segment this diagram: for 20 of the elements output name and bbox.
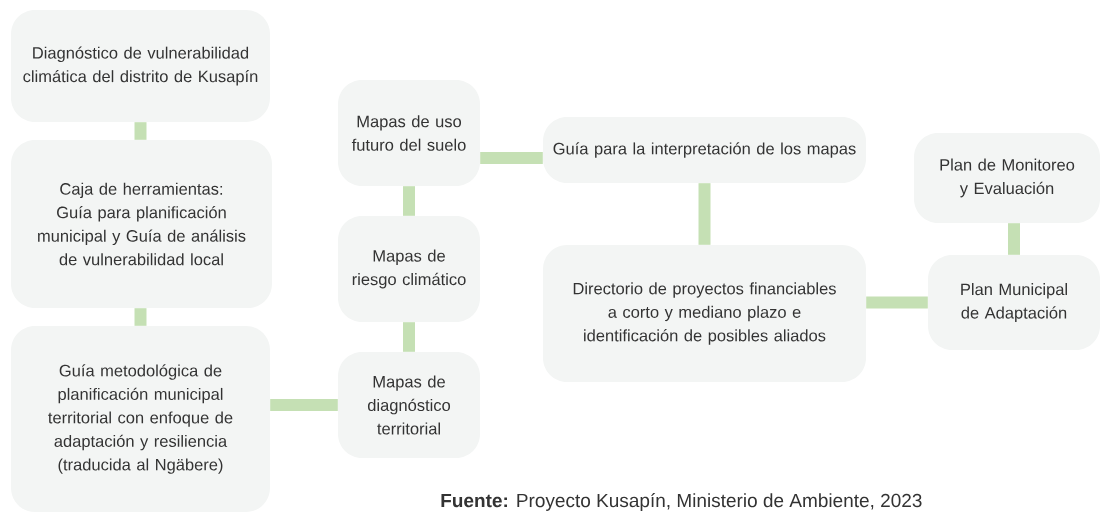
connector-line xyxy=(403,322,415,352)
connector-line xyxy=(134,308,147,326)
process-box: Guía para la interpretación de los mapas xyxy=(543,117,866,183)
connector-line xyxy=(1008,223,1020,255)
process-box: Mapas de uso futuro del suelo xyxy=(338,80,480,186)
connector-line xyxy=(403,186,415,216)
connector-line xyxy=(698,183,711,245)
connector-line xyxy=(270,399,338,411)
connector-line xyxy=(134,122,147,140)
connector-line xyxy=(480,152,543,164)
process-box: Directorio de proyectos financiables a corto y mediano plazo e identificación de posibles aliados xyxy=(543,245,866,382)
process-box: Mapas de riesgo climático xyxy=(338,216,480,322)
process-box: Guía metodológica de planificación municipal territorial con enfoque de adaptación y resiliencia (traducida al Ngäbere) xyxy=(11,326,270,512)
process-box: Caja de herramientas: Guía para planificación municipal y Guía de análisis de vulnerabilidad local xyxy=(11,140,272,308)
process-box: Plan Municipal de Adaptación xyxy=(928,255,1100,350)
process-box: Plan de Monitoreo y Evaluación xyxy=(914,133,1100,223)
process-box: Mapas de diagnóstico territorial xyxy=(338,352,480,458)
source-note: Fuente: Proyecto Kusapín, Ministerio de Ambiente, 2023 xyxy=(441,493,922,511)
process-box: Diagnóstico de vulnerabilidad climática del distrito de Kusapín xyxy=(11,10,270,122)
connector-line xyxy=(866,296,928,309)
